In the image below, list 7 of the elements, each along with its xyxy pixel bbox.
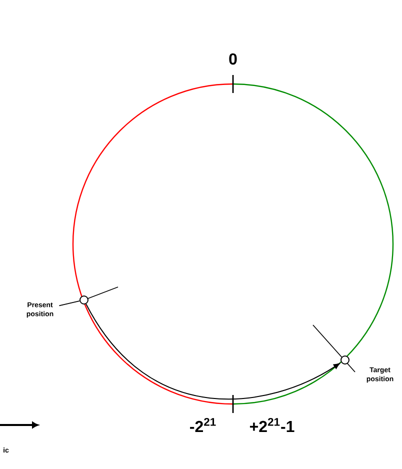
scale-value: +2$^{21}$-1	[250, 418, 294, 432]
scale-value: 0	[229, 53, 237, 65]
leader-line	[58, 300, 80, 306]
scale-value: -2$^{21}$	[190, 418, 216, 432]
arrow	[86, 304, 340, 400]
position-marker	[80, 296, 88, 304]
position-marker	[340, 356, 350, 364]
